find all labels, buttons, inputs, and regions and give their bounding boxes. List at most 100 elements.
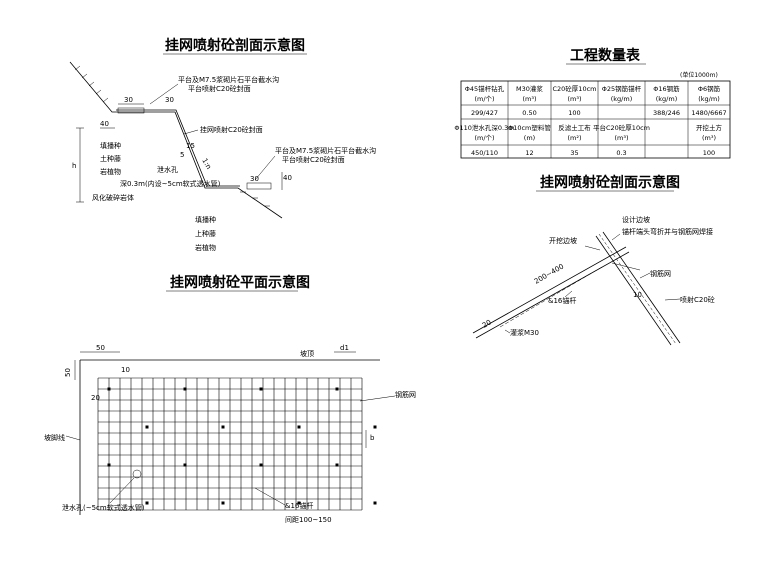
- slope-hatching: [74, 65, 270, 207]
- table-header-r1-unit: (kg/m): [656, 95, 677, 103]
- veg-bottom-3: 岩植物: [195, 243, 216, 252]
- table-header-r2-line1: Φ10cm塑料管: [508, 123, 551, 132]
- table-cell-r2: 35: [570, 149, 578, 157]
- label-anchor: &16锚杆: [548, 296, 576, 305]
- slope-profile: [69, 61, 283, 219]
- mesh-line: [598, 233, 677, 345]
- table-cell-r1: 1480/6667: [691, 109, 726, 117]
- table-header-r2-unit: (m²): [567, 134, 581, 142]
- veg-top-3: 岩植物: [100, 167, 121, 176]
- mesh-grid: [97, 377, 363, 511]
- table-header-r2-line1: Φ110泄水孔深0.3m: [454, 123, 514, 132]
- spray-layer: [116, 109, 240, 187]
- anchor-point: [221, 501, 225, 505]
- table-header-r1-unit: (kg/m): [611, 95, 632, 103]
- bottom-platform-ditch: [246, 182, 272, 190]
- anchor-point: [183, 387, 187, 391]
- plan-dim-b: b: [370, 434, 375, 442]
- table-cell-r2: 100: [703, 149, 715, 157]
- anchor-point: [107, 387, 111, 391]
- label-platform-bottom-2: 平台喷射C20砼封面: [282, 155, 345, 164]
- dim-5-label: 5: [180, 151, 184, 159]
- left-section-title: 挂网喷射砼剖面示意图: [165, 37, 305, 54]
- label-d20: 20: [481, 318, 493, 329]
- table-cells: Φ45锚杆钻孔(m/个)299/427Φ110泄水孔深0.3m(m/个)450/…: [454, 84, 726, 157]
- plan-dim-50a: 50: [96, 344, 105, 352]
- table-cell-r1: 0.50: [522, 109, 536, 117]
- label-slope-top: 坡顶: [300, 349, 314, 358]
- label-platform-bottom: 平台及M7.5浆砌片石平台截水沟: [275, 146, 376, 155]
- anchor-point: [335, 387, 339, 391]
- anchor-bend: [611, 262, 641, 271]
- dim-30-top2-label: 30: [165, 96, 174, 104]
- anchor-point: [183, 463, 187, 467]
- dim-30-top-label: 30: [124, 96, 133, 104]
- label-weathered: 风化破碎岩体: [92, 193, 134, 202]
- plan-dim-20: 20: [91, 394, 100, 402]
- anchor-point: [145, 501, 149, 505]
- plan-dim-d1: d1: [340, 344, 349, 352]
- quantity-table: 工程数量表 (单位1000m) Φ45锚杆钻孔(m/个)299/427Φ110泄…: [454, 47, 731, 159]
- anchor-point: [373, 425, 377, 429]
- table-cell-r2: 0.3: [616, 149, 626, 157]
- label-platform-top: 平台及M7.5浆砌片石平台截水沟: [178, 75, 279, 84]
- table-header-r2-line1: 开挖土方: [696, 123, 723, 132]
- anchor-point: [297, 501, 301, 505]
- table-cell-r1: 388/246: [653, 109, 680, 117]
- dim-40-left-label: 40: [100, 120, 109, 128]
- table-header-r2-unit: (m³): [702, 134, 716, 142]
- label-plan-drain: 泄水孔(~5cm软式透水管): [62, 503, 145, 512]
- label-design-slope: 设计边坡: [622, 215, 650, 224]
- veg-bottom-1: 填播种: [195, 215, 216, 224]
- table-header-r2-line1: 反滤土工布: [558, 123, 591, 132]
- table-header-r1-unit: (m³): [567, 95, 581, 103]
- table-header-r2-unit: (m³): [614, 134, 628, 142]
- plan-dim-10: 10: [121, 366, 130, 374]
- table-cell-r1: 299/427: [471, 109, 498, 117]
- table-header-r1-unit: (m³): [522, 95, 536, 103]
- label-spray-seal: 挂网喷射C20砼封面: [200, 125, 263, 134]
- label-drain: 泄水孔: [157, 165, 178, 174]
- plan-diagram: 挂网喷射砼平面示意图 50 50 20 10 d1 b 坡顶 钢筋网 坡脚线 泄…: [44, 274, 416, 524]
- table-header-r1-line1: Φ6钢筋: [698, 84, 721, 93]
- anchor-point: [259, 463, 263, 467]
- label-plan-anchor: &16锚杆: [285, 501, 313, 510]
- anchor-point: [107, 463, 111, 467]
- label-mesh: 钢筋网: [650, 269, 671, 278]
- table-title: 工程数量表: [570, 47, 641, 64]
- right-section-title: 挂网喷射砼剖面示意图: [540, 174, 680, 191]
- grout-line: [499, 266, 603, 328]
- veg-top-2: 土种藤: [100, 154, 121, 163]
- label-platform-top-2: 平台喷射C20砼封面: [188, 84, 251, 93]
- plan-title: 挂网喷射砼平面示意图: [170, 274, 310, 291]
- anchor-rod: [472, 246, 627, 334]
- label-plan-mesh: 钢筋网: [395, 390, 416, 399]
- dim-30-bottom-label: 30: [250, 175, 259, 183]
- veg-top-1: 填播种: [100, 141, 121, 150]
- label-spray: 喷射C20砼: [680, 295, 715, 304]
- anchor-point: [373, 501, 377, 505]
- label-length: 200~400: [533, 263, 565, 286]
- drain-hole: [132, 469, 142, 479]
- label-slope-foot: 坡脚线: [44, 433, 65, 442]
- table-cell-r2: 12: [525, 149, 533, 157]
- dim-40-right-label: 40: [283, 174, 292, 182]
- anchor-point: [297, 425, 301, 429]
- label-anchor-note: 锚杆端头弯折并与钢筋网焊接: [622, 227, 713, 236]
- table-header-r1-line1: Φ25钢筋锚杆: [602, 84, 642, 93]
- excavation-slope-line: [595, 235, 672, 346]
- table-grid: [461, 81, 730, 158]
- table-header-r1-line1: C20砼厚10cm: [553, 84, 597, 93]
- table-header-r1-unit: (m/个): [474, 95, 494, 103]
- anchor-rod-2: [475, 251, 630, 339]
- ratio-label: 1:n: [200, 157, 213, 171]
- label-plan-spacing: 间距100~150: [285, 516, 332, 524]
- anchor-point: [335, 463, 339, 467]
- table-cell-r2: 450/110: [471, 149, 498, 157]
- label-grout: 灌浆M30: [510, 328, 539, 337]
- table-header-r2-unit: (m/个): [474, 134, 494, 142]
- anchor-point: [259, 387, 263, 391]
- veg-bottom-2: 上种藤: [195, 229, 216, 238]
- table-header-r2-line1: 平台C20砼厚10cm: [593, 123, 650, 132]
- table-unit: (单位1000m): [680, 71, 718, 79]
